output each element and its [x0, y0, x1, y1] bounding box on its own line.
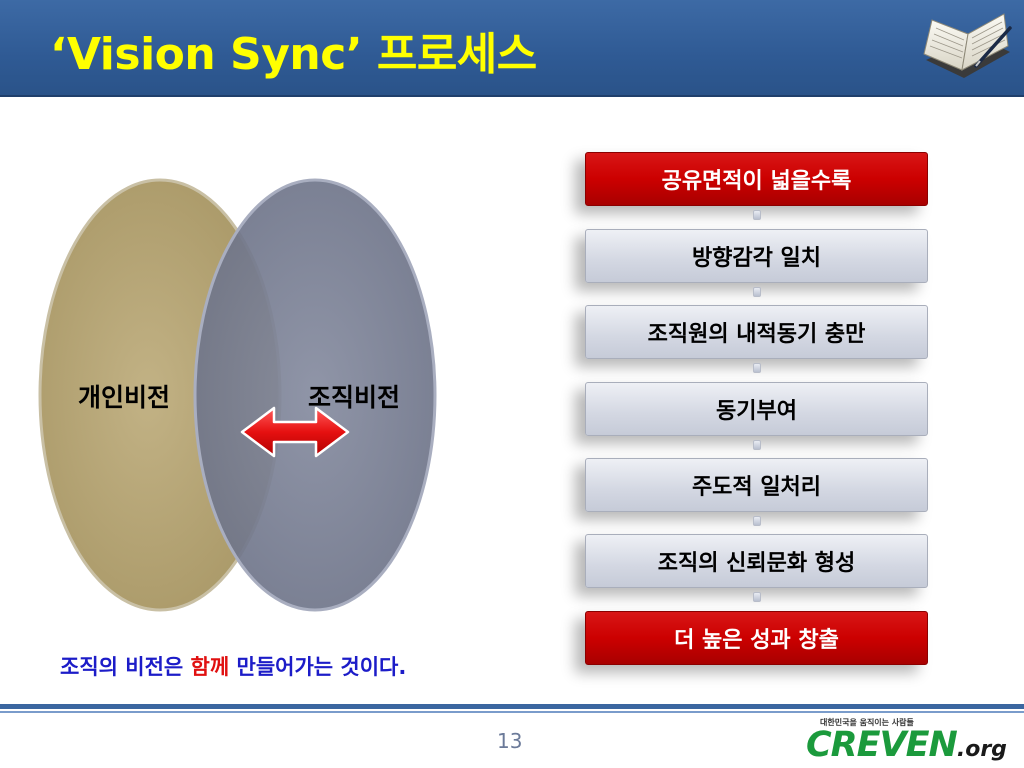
- logo-main-text: CREVEN: [806, 725, 958, 765]
- double-arrow-icon: [240, 406, 350, 458]
- venn-diagram: [38, 178, 437, 612]
- step-connector: [753, 363, 761, 373]
- process-step-2: 방향감각 일치: [585, 229, 928, 283]
- organization-vision-circle: [193, 178, 437, 612]
- footer-divider: [0, 704, 1024, 709]
- process-step-7: 더 높은 성과 창출: [585, 611, 928, 665]
- caption-text: 조직의 비전은 함께 만들어가는 것이다.: [60, 655, 407, 679]
- step-connector: [753, 287, 761, 297]
- process-step-6: 조직의 신뢰문화 형성: [585, 534, 928, 588]
- step-connector: [753, 440, 761, 450]
- personal-vision-label: 개인비전: [78, 383, 171, 412]
- slide-title: ‘Vision Sync’ 프로세스: [50, 29, 537, 80]
- logo-suffix-text: .org: [956, 737, 1007, 762]
- creven-logo: CREVEN.org: [806, 725, 1007, 765]
- step-connector: [753, 210, 761, 220]
- open-book-with-pen-icon: [923, 13, 1012, 78]
- process-step-3: 조직원의 내적동기 충만: [585, 305, 928, 359]
- page-number: 13: [497, 729, 523, 753]
- footer-divider-thin: [0, 711, 1024, 713]
- process-step-4: 동기부여: [585, 382, 928, 436]
- caption-highlight: 함께: [190, 655, 230, 679]
- logo-tagline: 대한민국을 움직이는 사람들: [820, 718, 914, 727]
- organization-vision-label: 조직비전: [308, 383, 401, 412]
- step-connector: [753, 516, 761, 526]
- step-connector: [753, 592, 761, 602]
- slide-header: ‘Vision Sync’ 프로세스: [0, 0, 1024, 97]
- process-step-1: 공유면적이 넓을수록: [585, 152, 928, 206]
- process-step-5: 주도적 일처리: [585, 458, 928, 512]
